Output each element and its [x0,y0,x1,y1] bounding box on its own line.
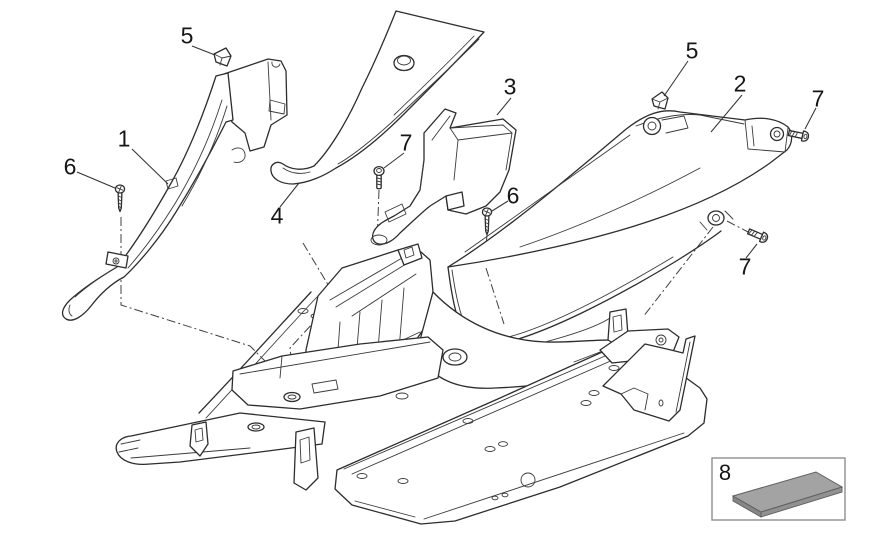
clip-left [213,47,232,67]
clip-right [651,91,669,110]
callout-5-left[interactable]: 5 [180,22,194,49]
screw-panhead-mid [373,165,385,190]
callout-1[interactable]: 1 [117,125,131,152]
callout-3[interactable]: 3 [503,73,517,100]
mat-top-face [731,471,844,513]
callout-6-right[interactable]: 6 [506,182,520,209]
floor-assembly [115,243,708,525]
part-left-side-panel [61,58,288,321]
screw-panhead-top-right [787,129,810,142]
callout-8-kit[interactable]: 8 [718,460,732,485]
callout-7-bottom-right[interactable]: 7 [738,253,752,280]
callout-7-top-right[interactable]: 7 [811,85,825,112]
callout-6-left[interactable]: 6 [63,153,77,180]
callout-7-mid[interactable]: 7 [399,129,413,156]
screw-tapping-right [481,207,493,236]
mat-kit-box [711,457,846,521]
callout-2[interactable]: 2 [733,70,747,97]
callout-4[interactable]: 4 [270,202,284,229]
callout-5-right[interactable]: 5 [685,37,699,64]
screw-panhead-bottom-right [746,228,769,243]
part-duct-cover [370,108,517,246]
part-central-cover [270,10,485,185]
screw-tapping-left [114,184,126,213]
callout-leader-lines [76,45,817,259]
